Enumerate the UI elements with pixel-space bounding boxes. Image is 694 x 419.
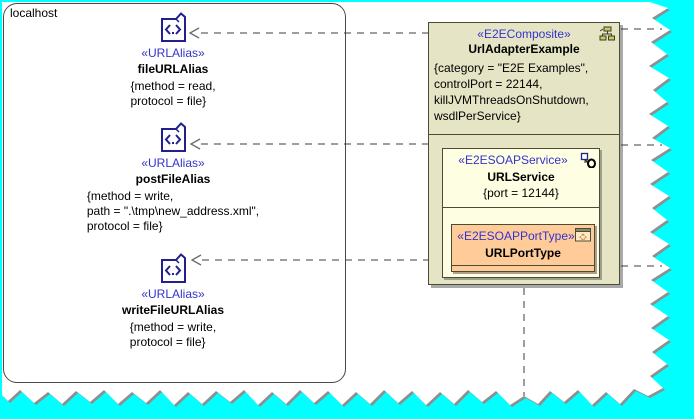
node-name: postFileAlias <box>135 172 211 186</box>
tagged-values: {category = "E2E Examples", controlPort … <box>429 58 619 124</box>
tag-line: wsdlPerService} <box>434 109 521 123</box>
tag-line: {category = "E2E Examples", <box>434 61 589 75</box>
urlalias-icon[interactable] <box>159 122 187 153</box>
node-name: URLService <box>487 170 555 184</box>
node-write-file-url-alias[interactable]: «URLAlias» writeFileURLAlias {method = w… <box>63 253 283 350</box>
node-url-adapter-example[interactable]: «E2EComposite» UrlAdapterExample {catego… <box>428 22 620 285</box>
stereotype-label: «URLAlias» <box>141 156 205 170</box>
tag-line: {method = write, <box>129 320 217 334</box>
tag-line: killJVMThreadsOnShutdown, <box>434 93 589 107</box>
node-name: fileURLAlias <box>137 62 209 76</box>
node-name: UrlAdapterExample <box>468 42 580 56</box>
composite-tree-icon <box>599 26 615 41</box>
tag-line: controlPort = 22144, <box>434 77 543 91</box>
stereotype-label: «E2ESOAPService» <box>458 153 568 167</box>
node-name: URLPortType <box>485 246 561 260</box>
tag-line: {method = read, <box>130 79 216 93</box>
tagged-values: {method = write, path = ".\tmp\new_addre… <box>87 189 259 234</box>
stereotype-label: «E2EComposite» <box>477 27 571 41</box>
node-file-url-alias[interactable]: «URLAlias» fileURLAlias {method = read, … <box>63 12 283 109</box>
node-url-port-type[interactable]: «E2ESOAPPortType» URLPortType <box>451 224 595 272</box>
tag-line: {method = write, <box>86 189 174 203</box>
tag-line: protocol = file} <box>129 335 206 349</box>
stereotype-label: «E2ESOAPPortType» <box>457 229 575 243</box>
urlalias-icon[interactable] <box>159 12 187 43</box>
soap-porttype-icon <box>575 228 591 242</box>
node-name: writeFileURLAlias <box>121 303 225 317</box>
node-localhost[interactable]: localhost <box>3 3 346 383</box>
tag-line: protocol = file} <box>86 219 163 233</box>
node-url-service[interactable]: «E2ESOAPService» URLService {port = 1214… <box>442 148 600 278</box>
tagged-values: {method = read, protocol = file} <box>130 79 215 109</box>
node-post-file-alias[interactable]: «URLAlias» postFileAlias {method = write… <box>63 122 283 234</box>
tagged-values: {method = write, protocol = file} <box>130 320 216 350</box>
tag-line: {port = 12144} <box>483 186 559 200</box>
stereotype-label: «URLAlias» <box>141 287 205 301</box>
soap-service-icon <box>580 152 596 168</box>
tag-line: path = ".\tmp\new_address.xml", <box>86 204 260 218</box>
localhost-label: localhost <box>10 6 58 20</box>
stereotype-label: «URLAlias» <box>141 46 205 60</box>
urlalias-icon[interactable] <box>159 253 187 284</box>
tag-line: protocol = file} <box>130 94 207 108</box>
